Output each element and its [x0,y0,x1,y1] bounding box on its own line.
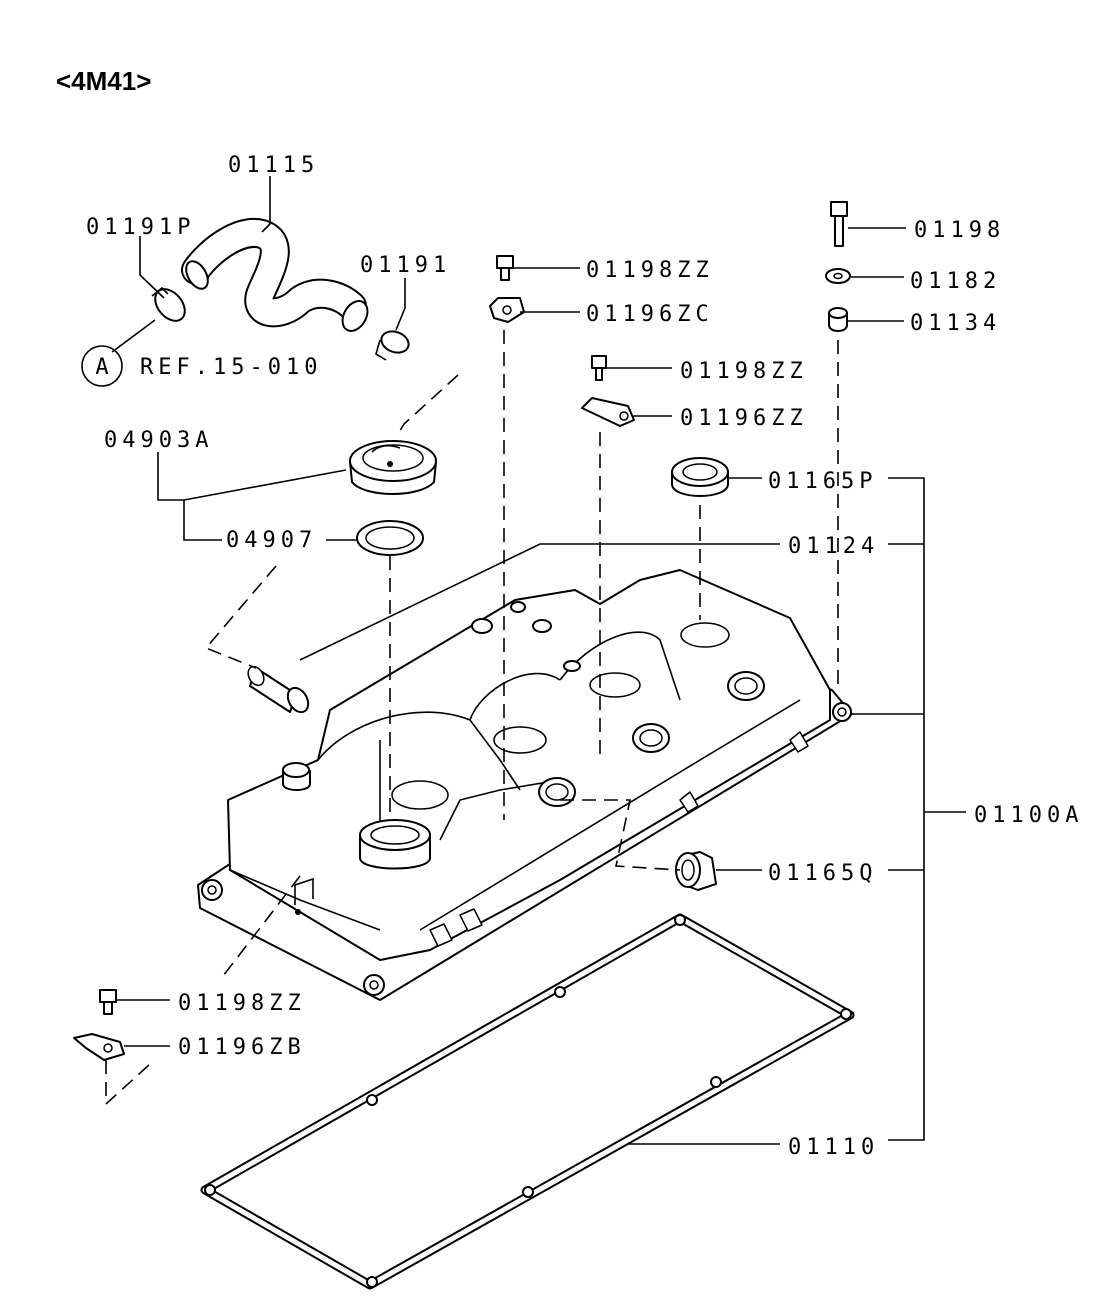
part-label-04903a[interactable]: 04903A [104,428,213,453]
bolt-01198zz-top-drawing [496,255,514,281]
dashed-assembly-lines [105,330,839,1106]
seal-01165q-drawing [675,851,717,891]
washer-01182-drawing [825,268,851,284]
part-label-01134[interactable]: 01134 [910,311,1001,336]
pcv-tube-drawing [247,665,310,714]
grommet-01134-drawing [828,307,848,332]
bracket-01196zz-drawing [581,397,635,427]
seal-01165p-drawing [671,457,729,497]
part-label-01165q[interactable]: 01165Q [768,861,877,886]
leader-lines [111,176,966,1145]
part-label-01196zc[interactable]: 01196ZC [586,302,714,327]
part-label-01124[interactable]: 01124 [788,534,879,559]
ref-circle-letter: A [95,355,108,380]
part-label-01198zz-bottom[interactable]: 01198ZZ [178,991,306,1016]
bracket-01196zc-drawing [489,297,525,323]
part-label-01196zz[interactable]: 01196ZZ [680,406,808,431]
part-label-01198zz-top[interactable]: 01198ZZ [586,258,714,283]
ref-circle [81,345,123,387]
diagram-title: <4M41> [56,66,151,96]
part-label-01191[interactable]: 01191 [360,253,451,278]
bracket-01196zb-drawing [73,1033,125,1061]
hose-clamp-01191-drawing [375,330,410,361]
part-label-01110[interactable]: 01110 [788,1135,879,1160]
breather-hose-drawing [181,218,369,332]
part-label-01191p[interactable]: 01191P [86,215,195,240]
part-label-01196zb[interactable]: 01196ZB [178,1035,306,1060]
part-label-01100a[interactable]: 01100A [974,803,1083,828]
part-label-01165p[interactable]: 01165P [768,469,877,494]
part-label-01198[interactable]: 01198 [914,218,1005,243]
ref-text: REF.15-010 [140,355,322,380]
part-label-01198zz-mid[interactable]: 01198ZZ [680,359,808,384]
bolt-01198zz-mid-drawing [591,355,607,381]
part-label-04907[interactable]: 04907 [226,528,317,553]
oil-filler-cap-drawing [349,440,437,495]
cap-gasket-drawing [356,520,424,556]
rocker-cover-drawing [197,569,853,1001]
part-label-01182[interactable]: 01182 [910,269,1001,294]
bolt-01198-drawing [830,201,848,247]
part-label-01115[interactable]: 01115 [228,153,319,178]
bolt-01198zz-bottom-drawing [99,989,117,1015]
rocker-cover-gasket-drawing [200,913,855,1290]
